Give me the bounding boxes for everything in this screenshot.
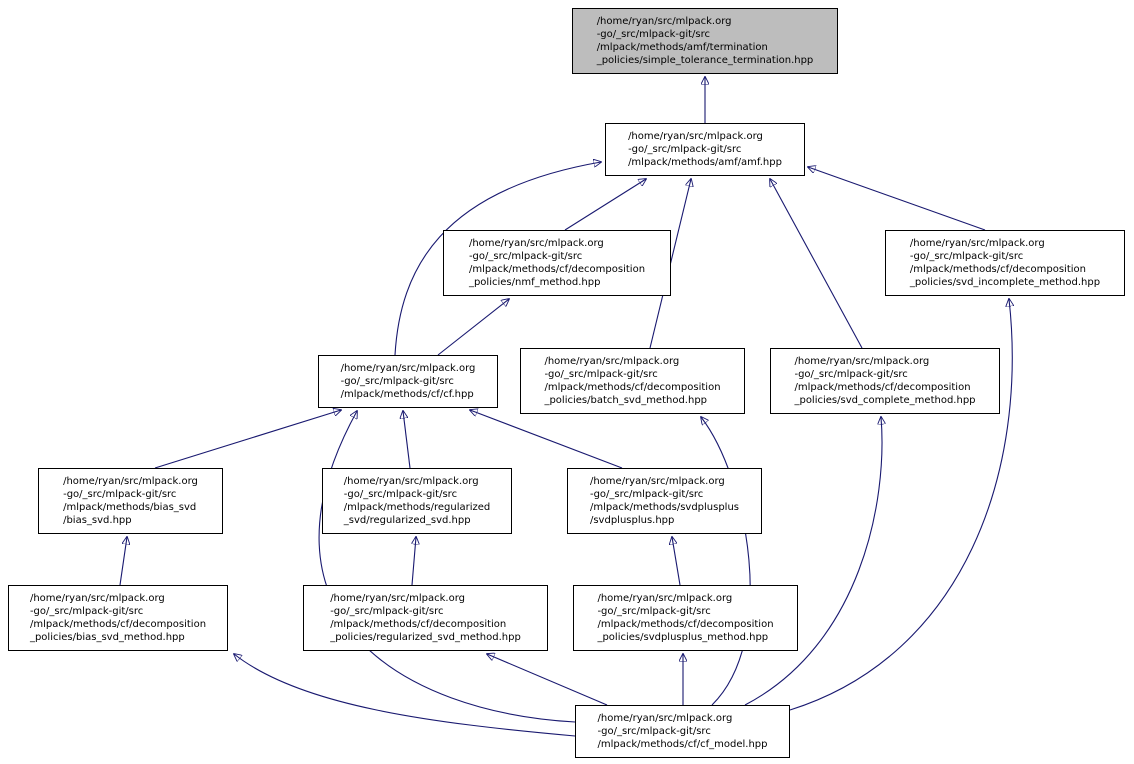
edge-bias-svd-method-to-bias-svd (119, 537, 127, 586)
edge-nmf-method-to-amf (564, 179, 646, 231)
edge-svdplusplus-method-to-svdplusplus (672, 537, 681, 586)
edge-regularized-svd-to-cf (403, 411, 411, 469)
node-nmf-method[interactable]: /home/ryan/src/mlpack.org -go/_src/mlpac… (443, 230, 671, 296)
node-label: /home/ryan/src/mlpack.org -go/_src/mlpac… (544, 356, 721, 406)
node-bias-svd[interactable]: /home/ryan/src/mlpack.org -go/_src/mlpac… (38, 468, 223, 534)
edge-cf-model-to-svd-complete-method (744, 417, 882, 706)
edge-bias-svd-to-cf (154, 410, 341, 469)
node-simple-tolerance-termination[interactable]: /home/ryan/src/mlpack.org -go/_src/mlpac… (572, 8, 838, 74)
node-label: /home/ryan/src/mlpack.org -go/_src/mlpac… (468, 238, 646, 288)
node-label: /home/ryan/src/mlpack.org -go/_src/mlpac… (340, 363, 476, 400)
node-cf[interactable]: /home/ryan/src/mlpack.org -go/_src/mlpac… (318, 355, 498, 408)
edge-cf-to-nmf-method (437, 299, 509, 356)
edge-regularized-svd-method-to-regularized-svd (412, 537, 416, 586)
node-regularized-svd[interactable]: /home/ryan/src/mlpack.org -go/_src/mlpac… (322, 468, 512, 534)
node-label: /home/ryan/src/mlpack.org -go/_src/mlpac… (29, 593, 207, 643)
edge-cf-model-to-regularized-svd-method (487, 654, 608, 706)
edge-cf-model-to-svd-incomplete-method (789, 299, 1012, 711)
node-label: /home/ryan/src/mlpack.org -go/_src/mlpac… (596, 16, 814, 66)
node-label: /home/ryan/src/mlpack.org -go/_src/mlpac… (794, 356, 976, 406)
node-label: /home/ryan/src/mlpack.org -go/_src/mlpac… (343, 476, 491, 526)
node-label: /home/ryan/src/mlpack.org -go/_src/mlpac… (330, 593, 521, 643)
node-svd-complete-method[interactable]: /home/ryan/src/mlpack.org -go/_src/mlpac… (770, 348, 1000, 414)
edge-svd-complete-method-to-amf (770, 179, 863, 349)
node-batch-svd-method[interactable]: /home/ryan/src/mlpack.org -go/_src/mlpac… (520, 348, 745, 414)
edge-cf-to-amf (394, 162, 601, 356)
node-bias-svd-method[interactable]: /home/ryan/src/mlpack.org -go/_src/mlpac… (8, 585, 228, 651)
node-label: /home/ryan/src/mlpack.org -go/_src/mlpac… (597, 593, 774, 643)
edge-svdplusplus-to-cf (470, 410, 623, 469)
node-regularized-svd-method[interactable]: /home/ryan/src/mlpack.org -go/_src/mlpac… (303, 585, 548, 651)
edge-cf-model-to-batch-svd-method (701, 417, 751, 706)
edge-cf-model-to-bias-svd-method (234, 654, 576, 737)
node-cf-model[interactable]: /home/ryan/src/mlpack.org -go/_src/mlpac… (575, 705, 790, 758)
node-label: /home/ryan/src/mlpack.org -go/_src/mlpac… (628, 131, 782, 168)
node-svdplusplus-method[interactable]: /home/ryan/src/mlpack.org -go/_src/mlpac… (573, 585, 798, 651)
node-label: /home/ryan/src/mlpack.org -go/_src/mlpac… (63, 476, 198, 526)
node-label: /home/ryan/src/mlpack.org -go/_src/mlpac… (589, 476, 740, 526)
node-label: /home/ryan/src/mlpack.org -go/_src/mlpac… (909, 238, 1101, 288)
edge-svd-incomplete-method-to-amf (808, 167, 986, 231)
node-svdplusplus[interactable]: /home/ryan/src/mlpack.org -go/_src/mlpac… (567, 468, 762, 534)
node-label: /home/ryan/src/mlpack.org -go/_src/mlpac… (597, 713, 768, 750)
node-amf[interactable]: /home/ryan/src/mlpack.org -go/_src/mlpac… (605, 123, 805, 176)
node-svd-incomplete-method[interactable]: /home/ryan/src/mlpack.org -go/_src/mlpac… (885, 230, 1125, 296)
